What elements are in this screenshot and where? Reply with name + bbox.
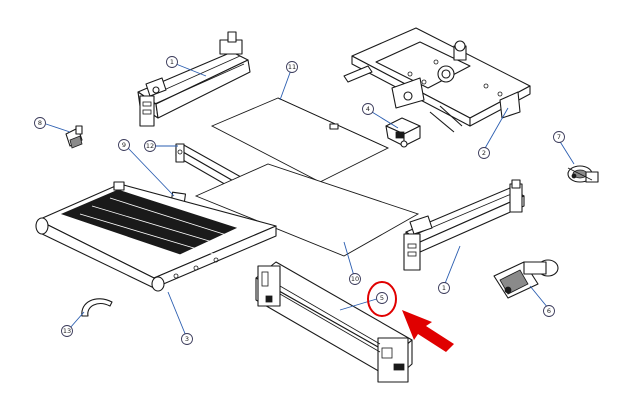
svg-text:5: 5	[380, 294, 384, 302]
callout-1-bottom: 1	[438, 282, 450, 294]
panel-clip	[329, 123, 339, 130]
highlight-ring	[367, 281, 397, 317]
slide-rail-bottom	[403, 179, 525, 271]
svg-text:1: 1	[442, 284, 446, 292]
panel-bottom	[194, 163, 420, 257]
svg-text:10: 10	[351, 275, 359, 283]
callout-10: 10	[349, 273, 361, 285]
svg-text:4: 4	[366, 105, 370, 113]
svg-text:12: 12	[146, 142, 154, 150]
small-bracket	[65, 125, 83, 149]
callout-13: 13	[61, 325, 73, 337]
svg-text:13: 13	[63, 327, 71, 335]
panel-top	[210, 97, 390, 183]
step-platform	[35, 181, 277, 292]
svg-text:1: 1	[170, 58, 174, 66]
callout-1-top: 1	[166, 56, 178, 68]
actuator-motor	[493, 259, 559, 299]
red-pointer-arrow	[402, 310, 454, 352]
callout-5: 5	[376, 292, 388, 304]
callout-12: 12	[144, 140, 156, 152]
round-motor	[567, 165, 599, 183]
base-frame	[343, 27, 531, 133]
callout-6: 6	[543, 305, 555, 317]
svg-text:8: 8	[38, 119, 42, 127]
callout-3: 3	[181, 333, 193, 345]
motor-bracket	[385, 117, 421, 148]
callout-2: 2	[478, 147, 490, 159]
clip-ring	[81, 298, 113, 317]
leader-lines	[45, 63, 575, 337]
callout-7: 7	[553, 131, 565, 143]
svg-text:11: 11	[288, 63, 296, 71]
svg-text:6: 6	[547, 307, 551, 315]
callout-9: 9	[118, 139, 130, 151]
svg-text:3: 3	[185, 335, 189, 343]
svg-text:2: 2	[482, 149, 486, 157]
svg-text:9: 9	[122, 141, 126, 149]
callout-8: 8	[34, 117, 46, 129]
slide-rail-top	[137, 31, 251, 127]
svg-text:7: 7	[557, 133, 561, 141]
callout-11: 11	[286, 61, 298, 73]
callout-4: 4	[362, 103, 374, 115]
front-cover-bar	[255, 261, 413, 383]
